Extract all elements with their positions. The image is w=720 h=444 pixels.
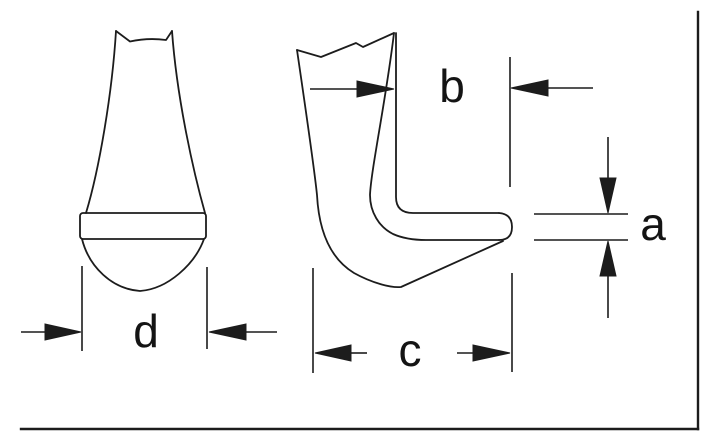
- side-view-back-face: [369, 32, 500, 241]
- dimension-c: c: [312, 268, 513, 376]
- arrowhead-left-icon: [510, 79, 549, 97]
- front-view-collar-band: [79, 212, 207, 240]
- side-view-front-face: [296, 49, 504, 288]
- arrowhead-right-icon: [472, 344, 511, 362]
- side-view-shape: [296, 32, 513, 288]
- dimension-label-a: a: [640, 198, 666, 250]
- arrowhead-down-icon: [599, 177, 617, 214]
- figure-frame: [19, 10, 700, 431]
- side-view-inner-bend-line: [395, 32, 500, 214]
- front-view-rounded-tip: [81, 238, 205, 292]
- dimension-label-b: b: [439, 60, 465, 112]
- front-view-break-line: [115, 30, 173, 43]
- front-view-left-edge: [85, 30, 117, 214]
- side-view-foot-tip-arc: [498, 212, 513, 241]
- dimension-a: a: [534, 137, 666, 318]
- arrowhead-right-icon: [44, 323, 82, 341]
- front-view-right-edge: [171, 30, 206, 214]
- dimension-label-c: c: [399, 324, 422, 376]
- dimension-d: d: [21, 266, 277, 357]
- dimension-label-d: d: [133, 305, 159, 357]
- side-view-break-line: [296, 32, 395, 58]
- arrowhead-left-icon: [314, 344, 352, 362]
- arrowhead-left-icon: [208, 323, 247, 341]
- front-view-shape: [79, 30, 207, 292]
- dimension-b: b: [310, 57, 593, 187]
- arrowhead-right-icon: [356, 80, 395, 98]
- arrowhead-up-icon: [599, 240, 617, 277]
